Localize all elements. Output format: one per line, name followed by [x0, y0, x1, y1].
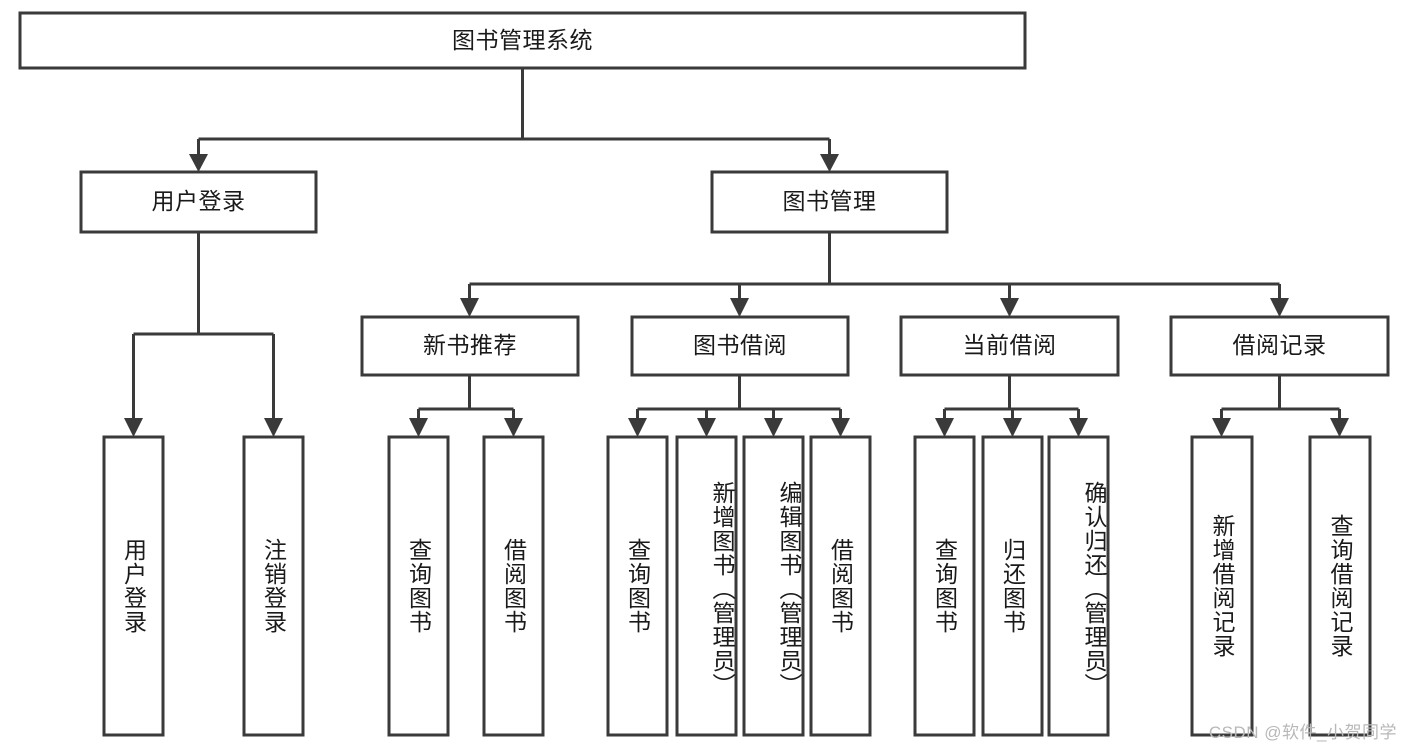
connector-book-borrow-to-leaves: [628, 375, 850, 437]
leaf-box-borrow-record-1[interactable]: [1308, 435, 1372, 737]
leaf-box-current-borrow-0[interactable]: [913, 435, 976, 737]
node-box-new-book-recommend[interactable]: [360, 315, 580, 377]
connector-borrow-record-to-leaves: [1212, 375, 1349, 437]
leaf-box-user-login-0[interactable]: [102, 435, 165, 737]
connector-root-to-level1: [189, 68, 839, 172]
connector-current-borrow-to-leaves: [935, 375, 1088, 437]
watermark-text: CSDN @软件_小贺同学: [1208, 723, 1397, 742]
leaf-box-book-borrow-2[interactable]: [742, 435, 805, 737]
leaf-box-book-borrow-3[interactable]: [809, 435, 872, 737]
connector-new-book-to-leaves: [409, 375, 523, 437]
node-box-borrow-record[interactable]: [1169, 315, 1390, 377]
node-box-current-borrow[interactable]: [899, 315, 1120, 377]
leaf-box-new-book-0[interactable]: [387, 435, 450, 737]
node-box-book-borrow[interactable]: [630, 315, 850, 377]
node-box-user-login[interactable]: [79, 170, 318, 234]
leaf-box-current-borrow-2[interactable]: [1047, 435, 1110, 737]
leaf-box-borrow-record-0[interactable]: [1190, 435, 1254, 737]
leaf-box-new-book-1[interactable]: [482, 435, 545, 737]
leaf-box-book-borrow-1[interactable]: [675, 435, 738, 737]
connector-book-manage-to-level2: [460, 232, 1289, 317]
leaf-box-current-borrow-1[interactable]: [981, 435, 1044, 737]
node-box-root[interactable]: [18, 11, 1027, 70]
connector-user-login-to-leaves: [124, 232, 283, 437]
leaf-box-user-login-1[interactable]: [242, 435, 305, 737]
leaf-box-book-borrow-0[interactable]: [606, 435, 669, 737]
node-box-book-manage[interactable]: [710, 170, 949, 234]
